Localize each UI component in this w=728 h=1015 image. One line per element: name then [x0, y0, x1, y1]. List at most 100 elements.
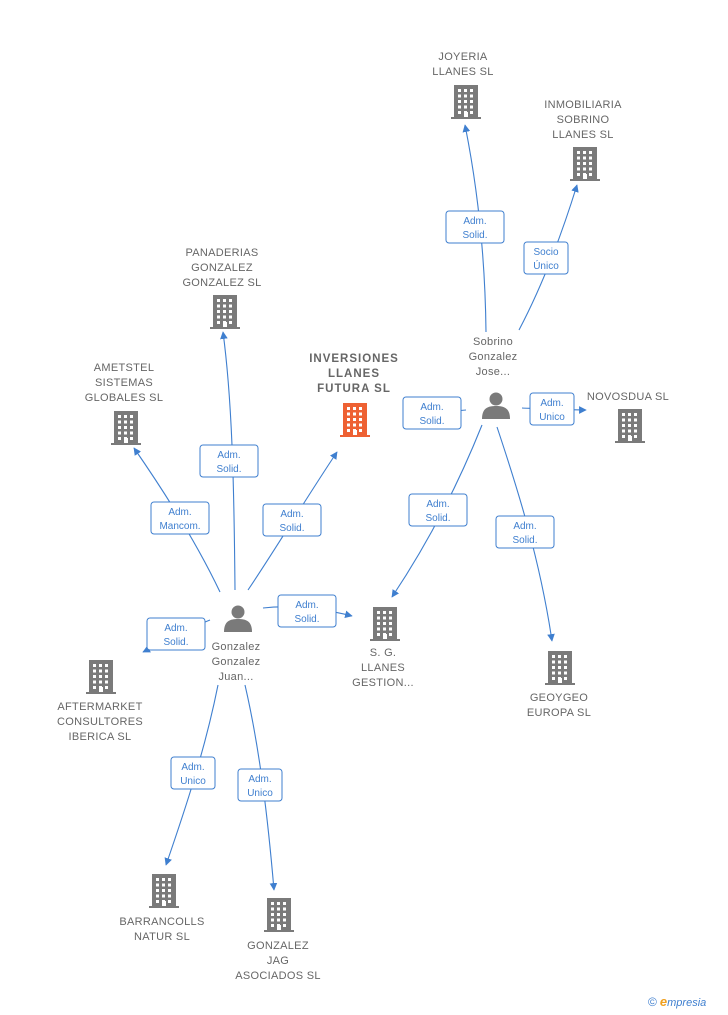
node-label-line: CONSULTORES [57, 716, 143, 728]
node-label-line: AFTERMARKET [57, 701, 142, 713]
company-node-geoygeo[interactable]: GEOYGEO EUROPA SL [527, 651, 591, 719]
node-label-line: Gonzalez [212, 656, 261, 668]
edge-label-box [170, 756, 216, 790]
brand-logo-text: mpresia [667, 997, 707, 1009]
node-label-line: LLANES SL [552, 129, 613, 141]
edge-label-e-inversiones-gon[interactable]: Adm. Solid. [262, 503, 322, 537]
company-node-barrancolls[interactable]: BARRANCOLLS NATUR SL [119, 874, 204, 943]
person-icon [482, 392, 510, 419]
edge-label-e-geoygeo[interactable]: Adm.Solid. [495, 515, 555, 549]
company-node-panaderias[interactable]: PANADERIAS GONZALEZ GONZALEZ SL [182, 247, 261, 329]
node-label-line: NATUR SL [134, 931, 190, 943]
nodes-layer: JOYERIA LLANES SL INMOBILIARIA SOBRINO LLANE… [57, 51, 669, 982]
building-icon [545, 651, 575, 685]
edge-label-e-aftermarket[interactable]: Adm.Solid. [146, 617, 206, 651]
edge-label-text: Adm. [426, 499, 449, 510]
node-label-line: SISTEMAS [95, 377, 153, 389]
edge-label-e-barrancolls[interactable]: Adm. Unico [170, 756, 216, 790]
node-label-line: INMOBILIARIA [544, 99, 622, 111]
person-icon [224, 605, 252, 632]
edge-label-box [408, 493, 468, 527]
person-node-sobrino[interactable]: SobrinoGonzalezJose... [469, 336, 518, 419]
edge-label-e-sg-gon[interactable]: Adm.Solid. [277, 594, 337, 628]
node-label-line: GEOYGEO [530, 692, 588, 704]
node-label-line: LLANES [328, 368, 380, 380]
node-label-line: GLOBALES SL [85, 392, 164, 404]
edge-label-box [150, 501, 210, 535]
node-label-line: NOVOSDUA SL [587, 391, 669, 403]
edge-label-e-jag[interactable]: Adm. Unico [237, 768, 283, 802]
building-icon-highlighted [340, 403, 370, 437]
edge-label-e-joyeria[interactable]: Adm.Solid. [445, 210, 505, 244]
company-node-joyeria[interactable]: JOYERIA LLANES SL [432, 51, 493, 119]
node-label-line: JAG [267, 955, 289, 967]
brand-logo-e: e [659, 994, 668, 1009]
building-icon [615, 409, 645, 443]
edge-label-text: Adm. [181, 762, 204, 773]
edge-label-text: Adm. [164, 623, 187, 634]
edge-label-text: Adm. [420, 402, 443, 413]
node-label-line: GONZALEZ [191, 262, 253, 274]
building-icon [451, 85, 481, 119]
company-node-novosdua[interactable]: NOVOSDUA SL [587, 391, 669, 443]
node-label-line: PANADERIAS [185, 247, 258, 259]
person-node-gonzalez-juan[interactable]: GonzalezGonzalezJuan... [212, 605, 261, 684]
edge-label-text: Adm. [217, 450, 240, 461]
edge-label-text: Solid. [279, 523, 304, 534]
edge-label-text: Solid. [216, 464, 241, 475]
edge-label-text: Unico [539, 412, 565, 423]
building-icon [149, 874, 179, 908]
edge-label-box [529, 392, 575, 426]
node-label-line: Gonzalez [469, 351, 518, 363]
edge-label-e-ametstel[interactable]: Adm.Mancom. [150, 501, 210, 535]
node-label-line: LLANES SL [432, 66, 493, 78]
node-label-line: IBERICA SL [69, 731, 132, 743]
node-label-line: JOYERIA [438, 51, 488, 63]
edge-label-box [199, 444, 259, 478]
edge-label-text: Solid. [419, 416, 444, 427]
node-label-line: GONZALEZ SL [182, 277, 261, 289]
building-icon [370, 607, 400, 641]
edge-label-box [445, 210, 505, 244]
building-icon [111, 411, 141, 445]
node-label-line: S. G. [370, 647, 397, 659]
edge-label-text: Unico [180, 776, 206, 787]
edge-label-box [277, 594, 337, 628]
edge-label-e-panaderias[interactable]: Adm. Solid. [199, 444, 259, 478]
edge-label-box [523, 241, 569, 275]
company-node-aftermarket[interactable]: AFTERMARKET CONSULTORES IBERICA SL [57, 660, 143, 743]
node-label-line: BARRANCOLLS [119, 916, 204, 928]
edge-label-e-inversiones-sob[interactable]: Adm. Solid. [402, 396, 462, 430]
edge-label-box [495, 515, 555, 549]
edge-label-text: Único [533, 259, 559, 272]
edge-label-text: Unico [247, 788, 273, 799]
edge-labels-layer: Adm.Solid.SocioÚnicoAdm.Solid.Adm.UnicoA… [146, 210, 575, 802]
node-label-line: LLANES [361, 662, 405, 674]
edge-label-e-novosdua[interactable]: Adm. Unico [529, 392, 575, 426]
edge-label-text: Solid. [294, 614, 319, 625]
edge-label-text: Adm. [248, 774, 271, 785]
node-label-line: Sobrino [473, 336, 513, 348]
edge-label-text: Adm. [280, 509, 303, 520]
node-label-line: SOBRINO [557, 114, 610, 126]
edge-label-box [262, 503, 322, 537]
edge-label-text: Adm. [513, 521, 536, 532]
company-node-sg-llanes[interactable]: S. G.LLANESGESTION... [352, 607, 414, 689]
node-label-line: EUROPA SL [527, 707, 591, 719]
edge-label-e-sg-sob[interactable]: Adm. Solid. [408, 493, 468, 527]
edge-label-text: Mancom. [159, 521, 200, 532]
company-node-inmobiliaria[interactable]: INMOBILIARIA SOBRINO LLANES SL [544, 99, 622, 181]
edge-label-text: Solid. [425, 513, 450, 524]
node-label-line: GONZALEZ [247, 940, 309, 952]
edge-label-text: Adm. [540, 398, 563, 409]
node-label-line: INVERSIONES [309, 353, 399, 365]
node-label-line: Jose... [476, 366, 511, 378]
empresia-brand[interactable]: © empresia [648, 994, 706, 1009]
node-label-line: Juan... [218, 671, 253, 683]
edge-label-text: Adm. [463, 216, 486, 227]
